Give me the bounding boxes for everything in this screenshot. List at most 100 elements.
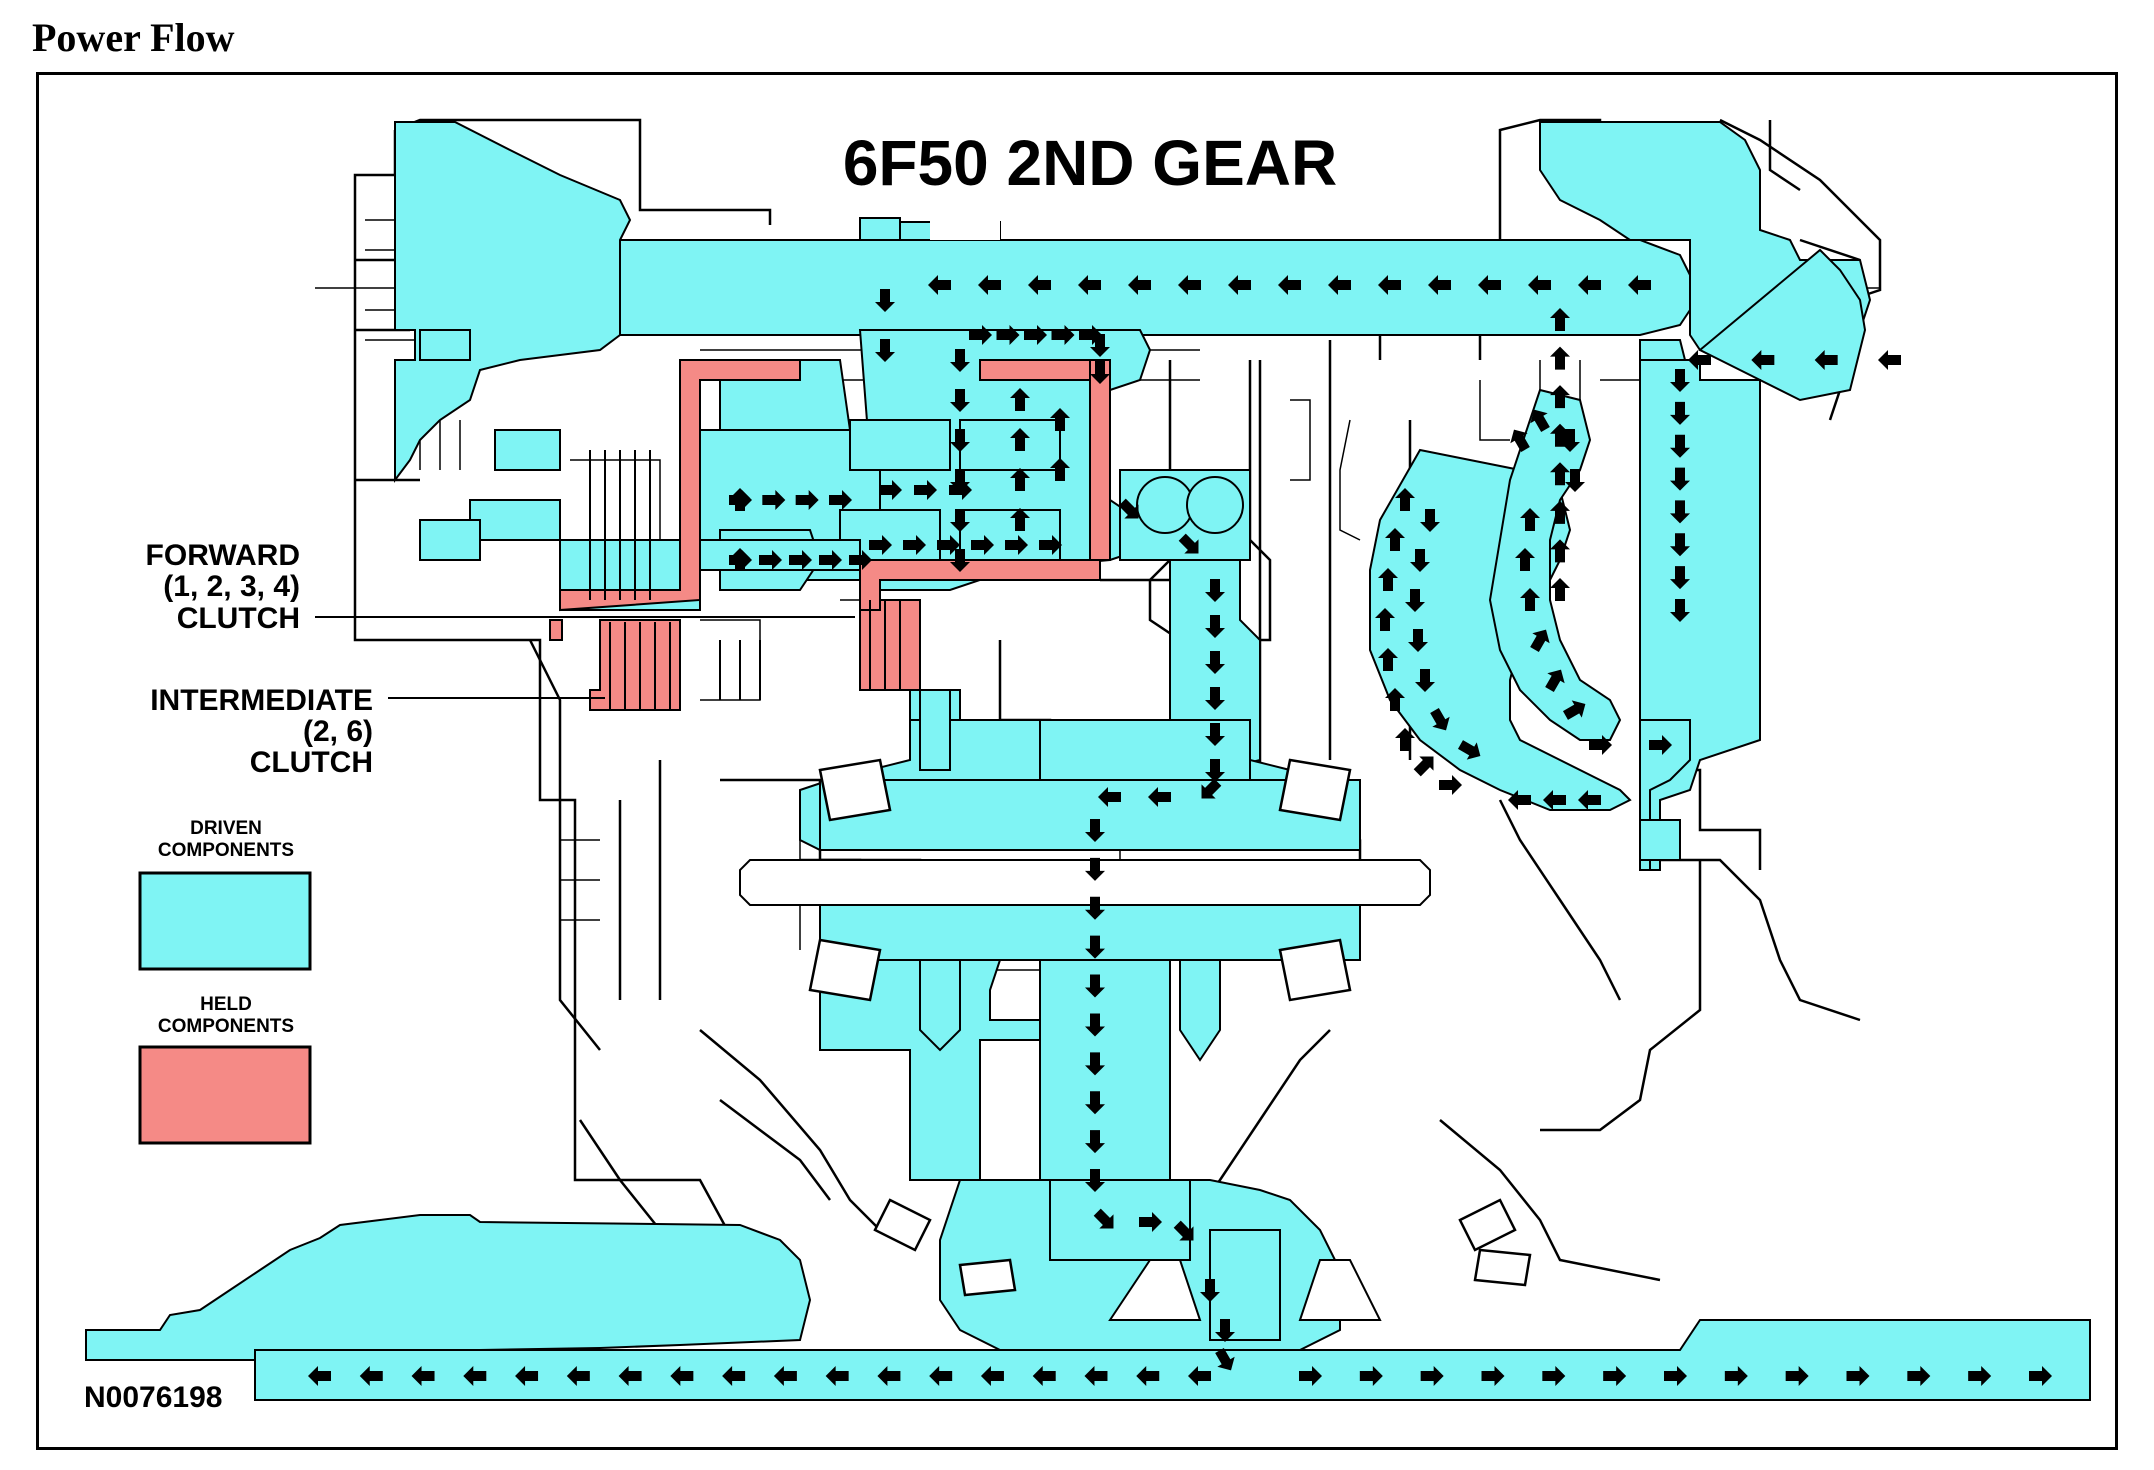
flow-arrow [1814, 350, 1838, 370]
flow-arrow [1178, 533, 1199, 554]
flow-arrow [1395, 728, 1415, 751]
flow-arrow [795, 490, 819, 510]
output-flange-bottom [1639, 819, 1681, 861]
flow-arrow [1530, 629, 1550, 653]
input-shaft [619, 239, 1691, 336]
flow-arrow [1385, 528, 1405, 551]
flow-arrow [1670, 401, 1690, 425]
planet-gear-upper [849, 419, 951, 471]
flow-arrow [1178, 275, 1201, 295]
flow-arrow [1420, 1366, 1444, 1386]
flow-arrow [1457, 740, 1481, 760]
driven-masses [819, 719, 1361, 1181]
flow-arrow [1528, 275, 1551, 295]
flow-arrow [875, 289, 895, 312]
flow-arrow [1085, 896, 1105, 920]
flow-arrow [1550, 462, 1570, 486]
flow-arrow [1578, 790, 1601, 810]
flow-arrow [463, 1366, 487, 1386]
legend-driven-title-2: COMPONENTS [158, 840, 294, 861]
flow-arrow [971, 535, 994, 555]
flow-arrow [1628, 275, 1651, 295]
flow-arrow [1520, 508, 1540, 531]
gear-tooth-stem-right [1179, 959, 1221, 1062]
held-band-right-vertical [1089, 359, 1111, 561]
flow-arrow [1205, 759, 1225, 782]
clutch-plates [589, 450, 901, 710]
flow-arrow [1578, 275, 1601, 295]
flow-arrow [1078, 275, 1101, 295]
flow-arrow [978, 275, 1001, 295]
intermediate-clutch-pack [589, 619, 681, 711]
flow-arrow [1085, 1052, 1105, 1076]
flow-arrow [308, 1366, 331, 1386]
held-components [549, 359, 1111, 711]
flow-arrow [1085, 974, 1105, 998]
flow-arrow [2029, 1366, 2052, 1386]
flow-arrow [1173, 1220, 1194, 1241]
flow-arrow [929, 1366, 953, 1386]
flow-arrow [1010, 428, 1030, 451]
flow-arrow [1148, 787, 1171, 807]
flow-arrow [1542, 1366, 1566, 1386]
idler-shaft [739, 859, 1431, 906]
flow-arrow [1090, 334, 1110, 357]
center-drive-column [1039, 719, 1251, 781]
flow-arrow [759, 550, 782, 570]
flow-arrow [1085, 1091, 1105, 1115]
flow-arrow [1024, 325, 1047, 345]
differential-gears [1108, 1229, 1382, 1341]
flow-arrow [869, 535, 892, 555]
flow-arrow [1032, 1366, 1056, 1386]
flow-arrow [1278, 275, 1301, 295]
page-header: Power Flow [32, 15, 235, 60]
flow-arrow [1378, 275, 1401, 295]
flow-arrow [1085, 1013, 1105, 1037]
output-gear-column [1039, 959, 1171, 1181]
output-pinion [930, 120, 1000, 240]
flow-arrow [773, 1366, 797, 1386]
flow-arrow [1378, 568, 1398, 591]
flow-arrow [1562, 700, 1586, 720]
flow-arrow [1515, 548, 1535, 571]
flow-arrow [949, 480, 972, 500]
forward-label-1: FORWARD [146, 539, 300, 572]
flow-arrow [1439, 775, 1462, 795]
flow-arrow [1520, 588, 1540, 611]
flow-arrow [928, 275, 951, 295]
flow-arrow [1228, 275, 1251, 295]
flow-arrow [1201, 778, 1222, 799]
flow-arrow [1205, 615, 1225, 638]
flow-arrow [1478, 275, 1501, 295]
flow-arrow [1430, 707, 1450, 731]
pinion-small [859, 217, 901, 241]
flow-arrow [1415, 669, 1435, 692]
intermediate-label-3: CLUTCH [250, 746, 373, 779]
flow-arrow [903, 535, 926, 555]
diagram-title: 6F50 2ND GEAR [843, 127, 1337, 199]
gear-tooth-stem-left [919, 959, 961, 1052]
flow-arrow [950, 389, 970, 412]
flow-arrow [1139, 1212, 1162, 1232]
flow-arrow [1359, 1366, 1383, 1386]
drum-lower-left [419, 519, 481, 561]
flow-arrow [730, 548, 750, 571]
roller-1 [1136, 476, 1194, 534]
flow-arrow [1328, 275, 1351, 295]
flow-arrow [1968, 1366, 1992, 1386]
flow-arrow [1405, 589, 1425, 612]
flow-arrow [969, 325, 992, 345]
flow-arrow [1098, 787, 1121, 807]
legend: DRIVEN COMPONENTS HELD COMPONENTS [138, 818, 312, 1145]
flow-arrow [1550, 385, 1570, 409]
flow-arrow [1395, 488, 1415, 511]
flow-arrow [1670, 434, 1690, 458]
flow-arrow [1050, 408, 1070, 431]
flow-arrow [1410, 549, 1430, 572]
flow-arrow [1565, 469, 1585, 492]
flow-arrow [1649, 735, 1672, 755]
flow-arrow [1670, 599, 1690, 622]
flow-arrow [877, 1366, 901, 1386]
flow-arrow [1550, 308, 1570, 331]
planet-gear-right [959, 419, 1061, 471]
